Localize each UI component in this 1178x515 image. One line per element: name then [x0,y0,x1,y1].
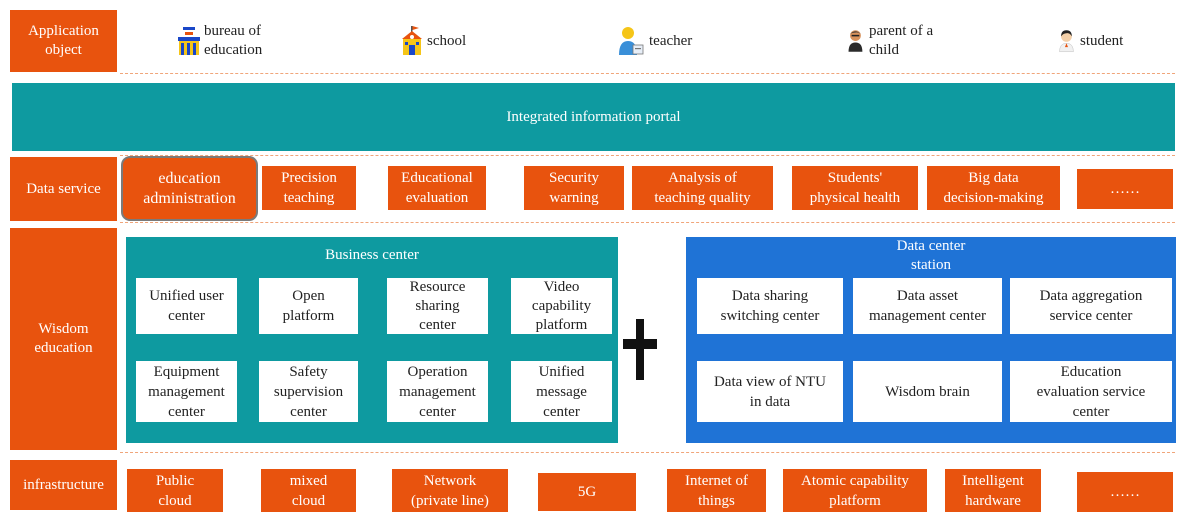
infra-5g[interactable]: 5G [538,473,636,511]
divider [120,452,1175,453]
service-big-data-decision[interactable]: Big data decision-making [927,166,1060,210]
divider [120,73,1175,74]
row-label-wisdom-education: Wisdom education [10,228,117,450]
app-object-school: school [399,25,466,57]
infra-network-private-line[interactable]: Network (private line) [392,469,508,512]
business-item-unified-message[interactable]: Unified message center [511,361,612,422]
service-educational-evaluation[interactable]: Educational evaluation [388,166,486,210]
business-item-operation-management[interactable]: Operation management center [387,361,488,422]
data-item-aggregation-service[interactable]: Data aggregation service center [1010,278,1172,334]
service-more[interactable]: …… [1077,169,1173,209]
teacher-icon [619,27,644,55]
business-item-safety-supervision[interactable]: Safety supervision center [259,361,358,422]
integrated-portal-bar: Integrated information portal [12,83,1175,151]
row-label-application-object: Application object [10,10,117,72]
business-item-open-platform[interactable]: Open platform [259,278,358,334]
data-center-title: Data center station [896,238,966,273]
infra-internet-of-things[interactable]: Internet of things [667,469,766,512]
app-object-label: teacher [649,32,693,49]
infra-mixed-cloud[interactable]: mixed cloud [261,469,356,512]
row-label-infrastructure: infrastructure [10,460,117,510]
app-object-bureau: bureau of education [176,22,262,60]
business-item-unified-user-center[interactable]: Unified user center [136,278,237,334]
app-object-label: parent of a child [869,23,934,58]
app-object-parent: parent of a child [847,22,933,60]
divider [120,155,1175,156]
app-object-teacher: teacher [615,25,692,57]
row-label-data-service: Data service [10,157,117,221]
app-object-label: student [1080,32,1124,49]
service-education-administration[interactable]: education administration [121,156,258,221]
business-item-equipment-management[interactable]: Equipment management center [136,361,237,422]
infra-more[interactable]: …… [1077,472,1173,512]
infra-public-cloud[interactable]: Public cloud [127,469,223,512]
business-item-resource-sharing[interactable]: Resource sharing center [387,278,488,334]
data-item-education-evaluation-service[interactable]: Education evaluation service center [1010,361,1172,422]
infra-atomic-capability-platform[interactable]: Atomic capability platform [783,469,927,512]
data-center-panel: Data center station Data sharing switchi… [686,237,1176,443]
student-icon [1059,30,1074,52]
app-object-label: bureau of education [204,23,263,58]
school-icon [402,26,422,55]
business-item-video-capability[interactable]: Video capability platform [511,278,612,334]
divider [120,222,1175,223]
plus-icon [623,319,657,380]
app-object-label: school [427,32,467,49]
service-analysis-teaching-quality[interactable]: Analysis of teaching quality [632,166,773,210]
data-item-wisdom-brain[interactable]: Wisdom brain [853,361,1002,422]
service-security-warning[interactable]: Security warning [524,166,624,210]
infra-intelligent-hardware[interactable]: Intelligent hardware [945,469,1041,512]
data-item-ntu-data-view[interactable]: Data view of NTU in data [697,361,843,422]
data-item-asset-management[interactable]: Data asset management center [853,278,1002,334]
service-students-physical-health[interactable]: Students' physical health [792,166,918,210]
parent-icon [848,30,863,52]
bureau-icon [178,27,200,55]
business-center-panel: Business center Unified user center Open… [126,237,618,443]
data-item-sharing-switching[interactable]: Data sharing switching center [697,278,843,334]
app-object-student: student [1058,25,1123,57]
business-center-title: Business center [325,247,419,263]
service-precision-teaching[interactable]: Precision teaching [262,166,356,210]
